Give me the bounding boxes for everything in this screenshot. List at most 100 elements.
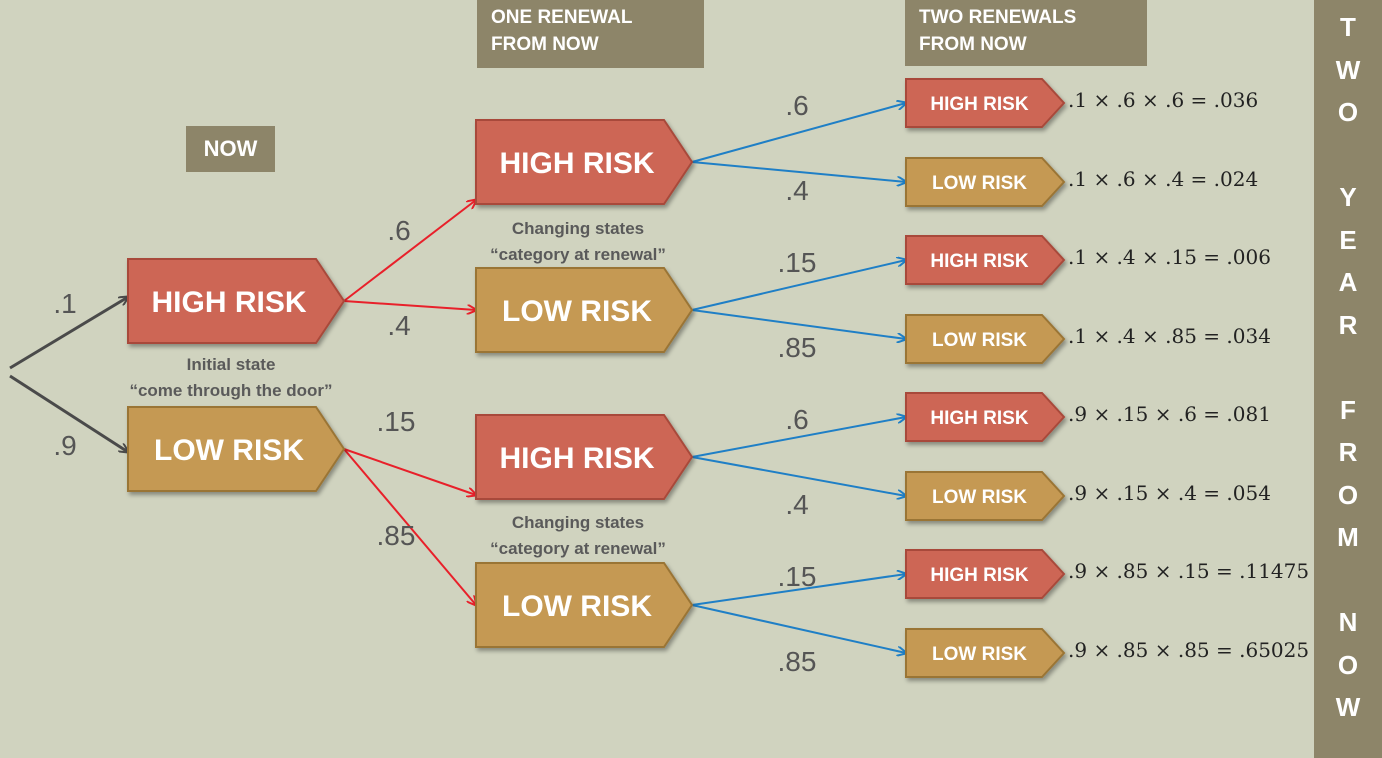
renewal1-box-4-label: LOW RISK [502, 590, 652, 623]
renewal1-box-1-shape [475, 119, 694, 205]
state-low-risk-box-shape [127, 406, 346, 492]
arrow-renewal2-2 [691, 161, 906, 182]
prob-renewal1-1: .6 [387, 215, 410, 246]
changing-states-caption-1b: “category at renewal” [490, 245, 666, 264]
changing-states-caption-2b: “category at renewal” [490, 539, 666, 558]
changing-states-caption-1a: Changing states [512, 219, 644, 238]
renewal2-box-5-shape [905, 392, 1066, 442]
vertical-title-char-15: N [1338, 607, 1358, 637]
renewal1-box-3-shape [475, 414, 694, 500]
arrow-renewal2-6 [691, 456, 906, 496]
renewal1-box-1: HIGH RISK [475, 119, 694, 205]
vertical-title-char-10: F [1340, 394, 1356, 425]
renewal2-box-2: LOW RISK [905, 157, 1066, 207]
arrow-renewal1-1 [343, 200, 476, 302]
renewal1-box-4-shape [475, 562, 694, 648]
path-probability-8: .9 × .85 × .85 = .65025 [1068, 638, 1309, 662]
now-header: NOW [186, 126, 275, 172]
initial-state-caption-1: Initial state [187, 355, 276, 374]
prob-renewal2-1: .6 [785, 90, 808, 121]
state-high-risk-box-shape [127, 258, 346, 344]
arrow-renewal2-1 [691, 103, 906, 163]
path-probability-6: .9 × .15 × .4 = .054 [1068, 481, 1271, 505]
renewal2-box-4-label: LOW RISK [932, 330, 1027, 351]
arrow-renewal2-4 [691, 309, 906, 339]
prob-renewal2-8: .85 [778, 646, 817, 677]
vertical-title-char-11: R [1338, 437, 1358, 467]
vertical-title-char-2: W [1335, 54, 1361, 85]
two-renewals-line-1: TWO RENEWALS [919, 7, 1077, 28]
arrow-renewal1-4 [343, 448, 476, 605]
now-header-label: NOW [203, 136, 258, 161]
vertical-title-char-1: T [1340, 12, 1356, 42]
path-probability-2: .1 × .6 × .4 = .024 [1068, 167, 1258, 191]
renewal2-box-8-shape [905, 628, 1066, 678]
prob-renewal2-2: .4 [785, 175, 808, 206]
vertical-title-char-17: W [1335, 692, 1361, 722]
arrow-renewal2-5 [691, 417, 906, 458]
arrow-renewal2-7 [691, 574, 906, 606]
arrow-renewal1-3 [343, 448, 476, 495]
renewal2-box-6: LOW RISK [905, 471, 1066, 521]
one-renewal-line-2: FROM NOW [491, 34, 599, 55]
renewal1-box-2-shape [475, 267, 694, 353]
vertical-title-char-8: R [1338, 309, 1358, 340]
prob-renewal2-7: .15 [778, 561, 817, 592]
vertical-title-char-7: A [1338, 267, 1358, 297]
renewal2-box-7: HIGH RISK [905, 549, 1066, 599]
one-renewal-line-1: ONE RENEWAL [491, 7, 633, 28]
renewal1-box-3-label: HIGH RISK [499, 442, 654, 475]
path-probability-1: .1 × .6 × .6 = .036 [1068, 88, 1258, 112]
renewal1-box-2-label: LOW RISK [502, 295, 652, 328]
prob-renewal2-5: .6 [785, 404, 808, 435]
vertical-title-char-16: O [1337, 649, 1359, 680]
arrow-renewal1-2 [343, 300, 476, 310]
prob-renewal2-3: .15 [778, 247, 817, 278]
renewal2-box-5-label: HIGH RISK [930, 408, 1028, 429]
prob-renewal2-4: .85 [778, 332, 817, 363]
renewal2-box-2-shape [905, 157, 1066, 207]
prob-renewal1-3: .15 [377, 406, 416, 437]
renewal2-box-1: HIGH RISK [905, 78, 1066, 128]
prob-initial-high: .1 [53, 288, 76, 319]
vertical-title-char-12: O [1337, 479, 1359, 510]
vertical-title-char-13: M [1337, 522, 1359, 552]
path-probability-5: .9 × .15 × .6 = .081 [1068, 402, 1271, 426]
path-probability-3: .1 × .4 × .15 = .006 [1068, 245, 1271, 269]
prob-renewal1-4: .85 [377, 520, 416, 551]
two-renewals-line-2: FROM NOW [919, 34, 1027, 55]
renewal2-box-1-label: HIGH RISK [930, 94, 1028, 115]
renewal2-box-6-shape [905, 471, 1066, 521]
changing-states-caption-2a: Changing states [512, 513, 644, 532]
state-low-risk-box: LOW RISK [127, 406, 346, 492]
renewal2-box-4: LOW RISK [905, 314, 1066, 364]
renewal2-box-8: LOW RISK [905, 628, 1066, 678]
renewal2-box-7-shape [905, 549, 1066, 599]
renewal2-box-7-label: HIGH RISK [930, 565, 1028, 586]
prob-initial-low: .9 [53, 430, 76, 461]
renewal1-box-1-label: HIGH RISK [499, 147, 654, 180]
renewal2-box-1-shape [905, 78, 1066, 128]
renewal1-box-2: LOW RISK [475, 267, 694, 353]
vertical-title-char-3: O [1337, 97, 1359, 127]
arrow-renewal2-3 [691, 260, 906, 311]
one-renewal-header: ONE RENEWAL FROM NOW [477, 0, 704, 68]
renewal2-box-3-shape [905, 235, 1066, 285]
vertical-title-char-5: Y [1339, 182, 1357, 212]
renewal1-box-4: LOW RISK [475, 562, 694, 648]
path-probability-7: .9 × .85 × .15 = .11475 [1068, 559, 1309, 583]
prob-renewal1-2: .4 [387, 310, 410, 341]
renewal2-box-3-label: HIGH RISK [930, 251, 1028, 272]
two-renewals-header: TWO RENEWALS FROM NOW [905, 0, 1147, 66]
arrow-renewal2-8 [691, 604, 906, 653]
renewal2-box-6-label: LOW RISK [932, 487, 1027, 508]
initial-state-caption-2: “come through the door” [129, 381, 332, 400]
renewal2-box-2-label: LOW RISK [932, 173, 1027, 194]
state-low-risk-box-label: LOW RISK [154, 434, 304, 467]
renewal2-box-8-label: LOW RISK [932, 644, 1027, 665]
renewal2-box-5: HIGH RISK [905, 392, 1066, 442]
arrow-initial-high [9, 297, 128, 370]
